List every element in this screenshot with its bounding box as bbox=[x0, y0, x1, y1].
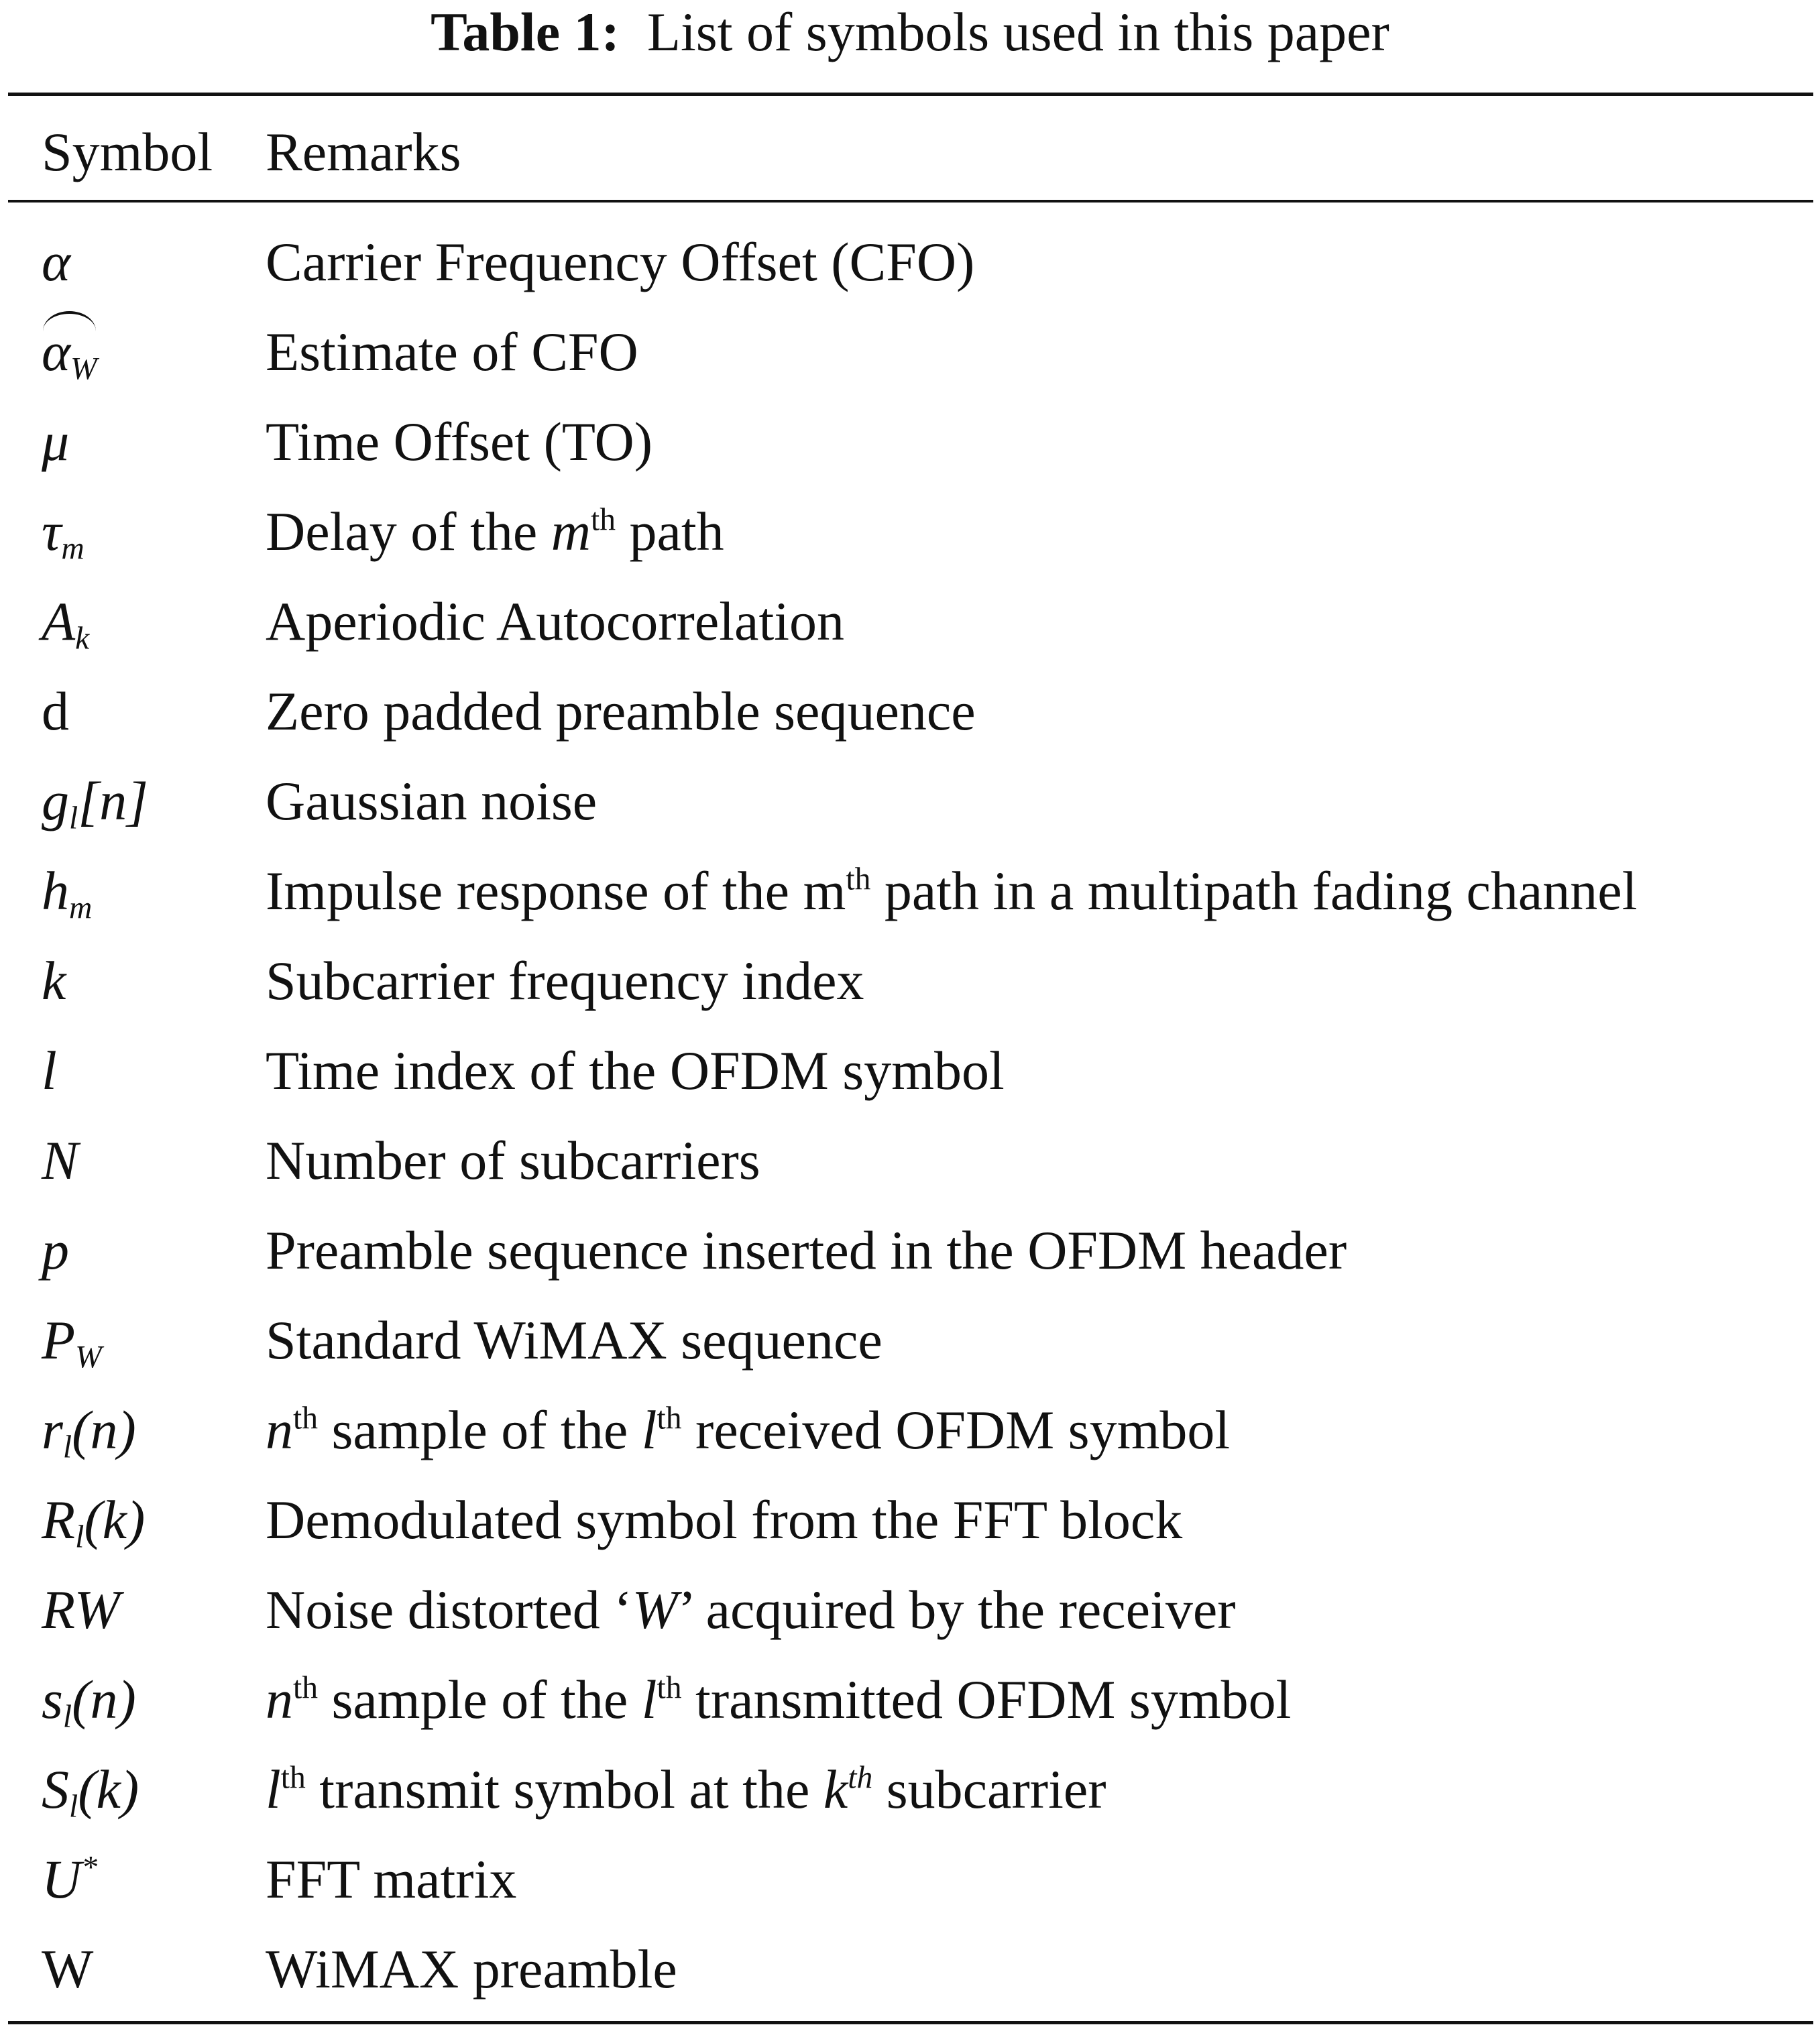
symbol-cell: k bbox=[42, 936, 66, 1026]
table-row: U* FFT matrix bbox=[0, 1835, 1820, 1924]
symbol-text: d bbox=[42, 681, 69, 742]
header-symbol: Symbol bbox=[42, 121, 213, 182]
table-caption: Table 1: List of symbols used in this pa… bbox=[0, 0, 1820, 74]
table-row: gl[n] Gaussian noise bbox=[0, 756, 1820, 846]
remark-cell: Standard WiMAX sequence bbox=[266, 1310, 883, 1371]
symbol-cell: Sl(k) bbox=[42, 1745, 139, 1835]
table-row: RW Noise distorted ‘W’ acquired by the r… bbox=[0, 1565, 1820, 1655]
table-row: hm Impulse response of the mth path in a… bbox=[0, 846, 1820, 936]
symbol-cell: μ bbox=[42, 397, 69, 487]
remark-cell: Noise distorted ‘W’ acquired by the rece… bbox=[266, 1579, 1236, 1640]
table-row: μ Time Offset (TO) bbox=[0, 397, 1820, 487]
table-row: Sl(k) lth transmit symbol at the kth sub… bbox=[0, 1745, 1820, 1835]
symbol-text: τm bbox=[42, 501, 84, 567]
symbol-text: μ bbox=[42, 411, 70, 472]
symbol-text: αW bbox=[42, 307, 97, 397]
table-row: PW Standard WiMAX sequence bbox=[0, 1295, 1820, 1385]
symbol-text: Rl(k) bbox=[42, 1489, 146, 1555]
symbol-text: W bbox=[42, 1938, 94, 2000]
table-header-rule bbox=[8, 200, 1813, 202]
remark-cell: Time index of the OFDM symbol bbox=[266, 1040, 1005, 1101]
symbol-text: Ak bbox=[42, 591, 90, 656]
symbol-cell: PW bbox=[42, 1295, 102, 1385]
symbol-cell: p bbox=[42, 1206, 69, 1295]
remark-cell: FFT matrix bbox=[266, 1849, 517, 1910]
caption-label: Table 1: bbox=[431, 1, 620, 62]
symbol-text: Sl(k) bbox=[42, 1759, 139, 1825]
remark-cell: WiMAX preamble bbox=[266, 1938, 677, 2000]
symbol-text: k bbox=[42, 950, 66, 1011]
header-remarks: Remarks bbox=[266, 121, 461, 182]
remark-cell: Zero padded preamble sequence bbox=[266, 681, 976, 742]
table-row: rl(n) nth sample of the lth received OFD… bbox=[0, 1385, 1820, 1475]
symbol-text: hm bbox=[42, 860, 93, 926]
remark-cell: nth sample of the lth received OFDM symb… bbox=[266, 1399, 1231, 1460]
symbol-cell: αW bbox=[42, 307, 97, 397]
symbol-cell: rl(n) bbox=[42, 1385, 136, 1475]
table-bottom-rule bbox=[8, 2021, 1813, 2024]
table-body: α Carrier Frequency Offset (CFO) αW Esti… bbox=[0, 217, 1820, 2014]
remark-cell: Delay of the mth path bbox=[266, 501, 724, 562]
remark-cell: Preamble sequence inserted in the OFDM h… bbox=[266, 1220, 1347, 1281]
caption-text: List of symbols used in this paper bbox=[646, 1, 1389, 62]
symbol-text: p bbox=[42, 1220, 69, 1281]
symbol-text: gl[n] bbox=[42, 770, 149, 836]
symbol-text: l bbox=[42, 1040, 57, 1101]
table-row: sl(n) nth sample of the lth transmitted … bbox=[0, 1655, 1820, 1745]
table-row: Ak Aperiodic Autocorrelation bbox=[0, 577, 1820, 667]
symbol-cell: U* bbox=[42, 1835, 97, 1924]
table-row: α Carrier Frequency Offset (CFO) bbox=[0, 217, 1820, 307]
symbol-text: N bbox=[42, 1130, 78, 1191]
symbol-cell: l bbox=[42, 1026, 57, 1116]
symbol-text: sl(n) bbox=[42, 1669, 136, 1735]
symbol-cell: N bbox=[42, 1116, 78, 1206]
symbol-cell: d bbox=[42, 667, 69, 756]
table-row: d Zero padded preamble sequence bbox=[0, 667, 1820, 756]
remark-cell: Demodulated symbol from the FFT block bbox=[266, 1489, 1183, 1550]
table-row: W WiMAX preamble bbox=[0, 1924, 1820, 2014]
symbol-text: U* bbox=[42, 1849, 97, 1910]
symbol-cell: α bbox=[42, 217, 70, 307]
table-row: Rl(k) Demodulated symbol from the FFT bl… bbox=[0, 1475, 1820, 1565]
symbol-cell: Ak bbox=[42, 577, 89, 667]
symbol-cell: Rl(k) bbox=[42, 1475, 145, 1565]
table-row: k Subcarrier frequency index bbox=[0, 936, 1820, 1026]
symbol-text: PW bbox=[42, 1310, 102, 1375]
remark-cell: lth transmit symbol at the kth subcarrie… bbox=[266, 1759, 1106, 1820]
remark-cell: Number of subcarriers bbox=[266, 1130, 760, 1191]
table-row: l Time index of the OFDM symbol bbox=[0, 1026, 1820, 1116]
remark-cell: Impulse response of the mth path in a mu… bbox=[266, 860, 1638, 921]
symbol-cell: sl(n) bbox=[42, 1655, 136, 1745]
remark-cell: Aperiodic Autocorrelation bbox=[266, 591, 845, 652]
symbol-cell: gl[n] bbox=[42, 756, 148, 846]
remark-cell: Subcarrier frequency index bbox=[266, 950, 864, 1011]
symbol-text: rl(n) bbox=[42, 1399, 136, 1465]
remark-cell: Time Offset (TO) bbox=[266, 411, 653, 472]
table-row: N Number of subcarriers bbox=[0, 1116, 1820, 1206]
remark-cell: Gaussian noise bbox=[266, 770, 598, 831]
table-header-row: Symbol Remarks bbox=[0, 115, 1820, 189]
symbol-cell: τm bbox=[42, 487, 84, 577]
table-row: τm Delay of the mth path bbox=[0, 487, 1820, 577]
remark-cell: nth sample of the lth transmitted OFDM s… bbox=[266, 1669, 1292, 1730]
symbol-cell: W bbox=[42, 1924, 93, 2014]
table-top-rule bbox=[8, 93, 1813, 96]
remark-cell: Estimate of CFO bbox=[266, 321, 638, 382]
symbol-cell: hm bbox=[42, 846, 92, 936]
remark-cell: Carrier Frequency Offset (CFO) bbox=[266, 231, 975, 292]
symbol-text: RW bbox=[42, 1579, 120, 1640]
table-row: αW Estimate of CFO bbox=[0, 307, 1820, 397]
symbol-text: α bbox=[42, 231, 71, 292]
symbol-cell: RW bbox=[42, 1565, 120, 1655]
table-row: p Preamble sequence inserted in the OFDM… bbox=[0, 1206, 1820, 1295]
